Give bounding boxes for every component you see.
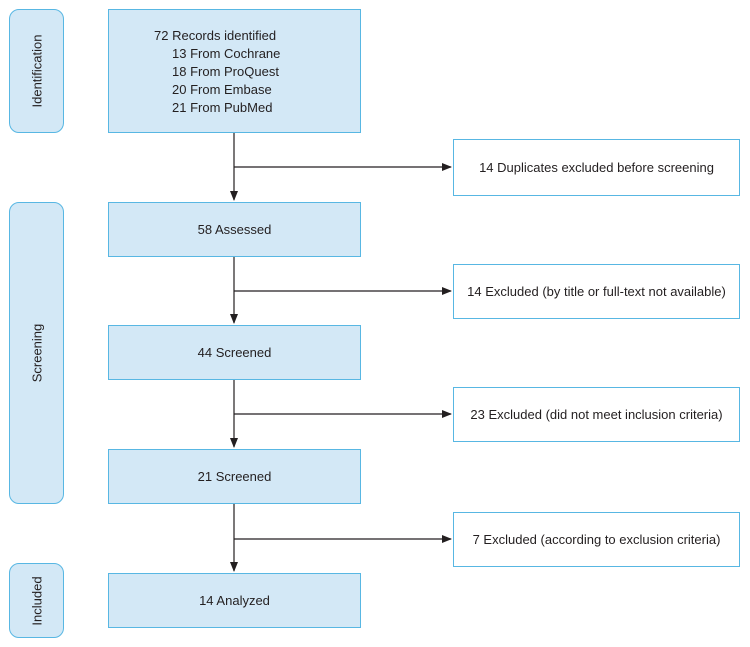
inclusion-excluded-label: 23 Excluded (did not meet inclusion crit…: [470, 407, 723, 422]
analyzed-label: 14 Analyzed: [199, 593, 270, 608]
source-proquest: 18 From ProQuest: [172, 64, 279, 79]
assessed-label: 58 Assessed: [197, 222, 272, 237]
inclusion-excluded-box: 23 Excluded (did not meet inclusion crit…: [453, 387, 740, 442]
source-embase: 20 From Embase: [172, 82, 272, 97]
screened-label-1: 44 Screened: [197, 345, 272, 360]
phase-identification: Identification: [9, 9, 64, 133]
screened-box-1: 44 Screened: [108, 325, 361, 380]
duplicates-excluded-label: 14 Duplicates excluded before screening: [479, 160, 714, 175]
exclusion-criteria-excluded-box: 7 Excluded (according to exclusion crite…: [453, 512, 740, 567]
exclusion-criteria-excluded-label: 7 Excluded (according to exclusion crite…: [472, 532, 721, 547]
records-identified-box: 72 Records identified 13 From Cochrane 1…: [108, 9, 361, 133]
screened-box-2: 21 Screened: [108, 449, 361, 504]
phase-screening: Screening: [9, 202, 64, 504]
title-excluded-box: 14 Excluded (by title or full-text not a…: [453, 264, 740, 319]
phase-included: Included: [9, 563, 64, 638]
screened-label-2: 21 Screened: [197, 469, 272, 484]
title-excluded-label: 14 Excluded (by title or full-text not a…: [467, 284, 726, 299]
records-identified-title: 72 Records identified: [154, 28, 277, 43]
assessed-box: 58 Assessed: [108, 202, 361, 257]
source-cochrane: 13 From Cochrane: [172, 46, 281, 61]
source-pubmed: 21 From PubMed: [172, 100, 273, 115]
duplicates-excluded-box: 14 Duplicates excluded before screening: [453, 139, 740, 196]
analyzed-box: 14 Analyzed: [108, 573, 361, 628]
